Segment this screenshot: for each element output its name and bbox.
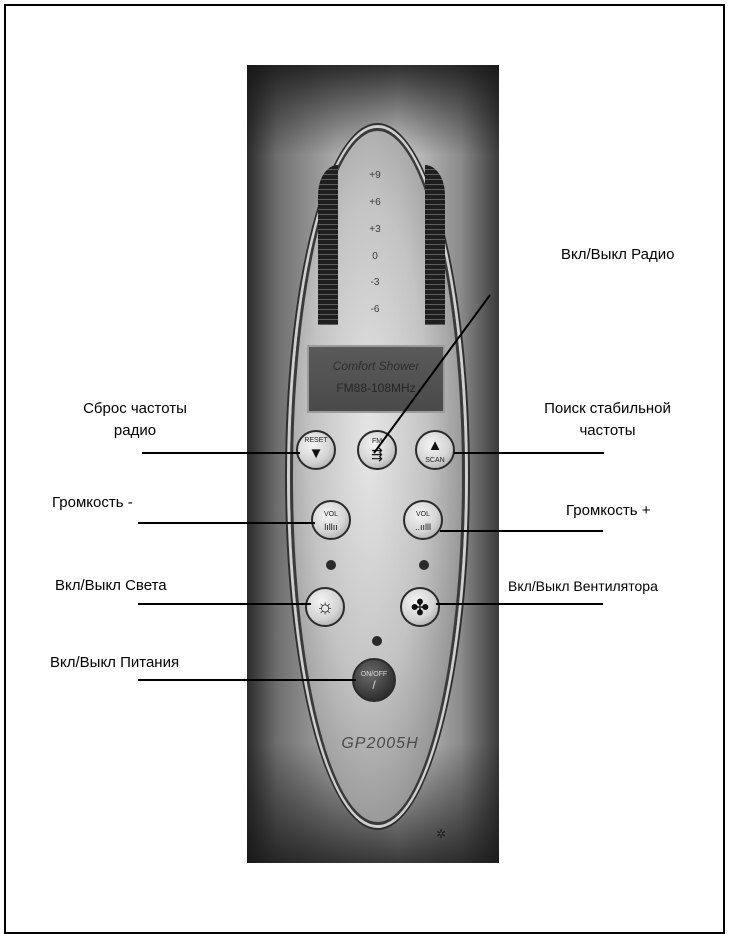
callout-radio-toggle: Вкл/Выкл Радио: [561, 244, 674, 266]
callout-fan-toggle: Вкл/Выкл Вентилятора: [508, 575, 658, 597]
callout-scan-line1: Поиск стабильной: [520, 398, 695, 420]
callout-power-toggle: Вкл/Выкл Питания: [50, 652, 179, 674]
callout-volume-down: Громкость -: [52, 492, 133, 514]
callout-line-radio: [374, 295, 490, 453]
callout-light-toggle: Вкл/Выкл Света: [55, 575, 167, 597]
callout-scan: Поиск стабильной частоты: [520, 398, 695, 442]
callout-reset-frequency-line1: Сброс частоты: [50, 398, 220, 420]
callout-volume-up: Громкость +: [566, 500, 650, 522]
callout-scan-line2: частоты: [520, 420, 695, 442]
callout-reset-frequency: Сброс частоты радио: [50, 398, 220, 442]
callout-reset-frequency-line2: радио: [50, 420, 220, 442]
